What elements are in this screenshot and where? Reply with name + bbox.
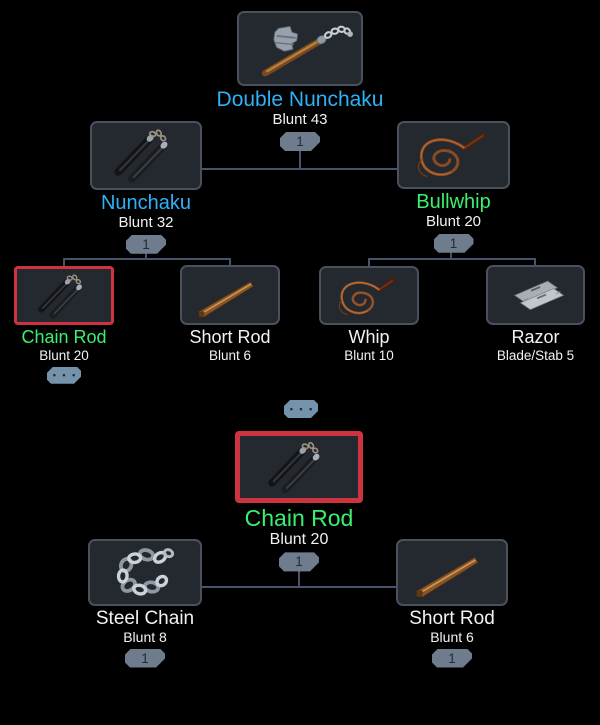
item-name: Short Rod [189,327,271,347]
item-tile-bullwhip[interactable] [397,121,510,189]
item-name: Bullwhip [416,191,491,213]
item-tile-short-rod[interactable] [180,265,280,325]
connector-line [298,562,300,588]
quantity-badge: 1 [125,649,165,668]
item-tile-chain-rod-detail[interactable] [235,431,363,503]
node-whip: Whip Blunt 10 [319,266,419,363]
item-tile-steel-chain[interactable] [88,539,202,606]
node-steel-chain: Steel Chain Blunt 8 1 [88,539,202,668]
chain-rod-icon [268,441,320,494]
razor-icon [513,280,565,310]
quantity-value: 1 [142,236,150,252]
node-double-nunchaku: Double Nunchaku Blunt 43 1 [217,11,383,151]
quantity-value: 1 [448,650,456,666]
quantity-value: 1 [295,554,303,570]
item-tile-short-rod-2[interactable] [396,539,508,606]
item-name: Double Nunchaku [216,88,384,111]
short-rod-icon [197,280,254,318]
connector-line [63,258,65,268]
connector-line [63,258,231,260]
connector-line [229,258,231,267]
item-name: Chain Rod [244,505,354,531]
node-short-rod-2: Short Rod Blunt 6 1 [396,539,508,668]
quantity-badge: 1 [280,132,320,151]
connector-line [534,258,536,267]
chain-rod-icon [38,273,82,318]
item-stat: Blunt 20 [425,213,482,230]
quantity-value: 1 [449,235,458,251]
node-nunchaku: Nunchaku Blunt 32 1 [90,121,202,254]
item-tile-double-nunchaku[interactable] [237,11,363,86]
ellipsis-label: • • • [289,404,315,414]
connector-line [202,168,398,170]
item-name: Short Rod [409,608,495,629]
bullwhip-icon [418,131,488,178]
connector-line [368,258,536,260]
ellipsis-label: • • • [52,370,78,381]
quantity-badge: 1 [434,234,474,253]
item-tile-razor[interactable] [486,265,585,325]
item-stat: Blunt 6 [208,347,252,363]
item-stat: Blunt 43 [272,111,328,129]
item-tile-nunchaku[interactable] [90,121,202,190]
item-name: Nunchaku [100,192,192,214]
item-tile-whip[interactable] [319,266,419,325]
item-stat: Blunt 32 [118,214,174,231]
item-stat: Blade/Stab 5 [496,347,575,363]
tree-separator-badge[interactable]: • • • [284,400,318,418]
flail-icon [262,25,354,77]
quantity-value: 1 [141,650,149,666]
item-name: Chain Rod [21,327,107,347]
item-stat: Blunt 8 [123,628,167,645]
whip-icon [338,277,396,315]
more-recipes-badge[interactable]: • • • [47,367,81,384]
item-name: Steel Chain [95,608,195,629]
item-name: Whip [348,327,390,347]
quantity-badge: 1 [126,235,166,254]
node-chain-rod-detail: Chain Rod Blunt 20 1 [235,431,363,571]
nunchaku-icon [114,129,168,183]
connector-line [299,145,301,170]
node-razor: Razor Blade/Stab 5 [486,265,585,363]
item-stat: Blunt 20 [39,347,89,363]
item-stat: Blunt 20 [269,531,329,549]
node-bullwhip: Bullwhip Blunt 20 1 [397,121,510,253]
connector-line [202,586,396,588]
steel-chain-icon [117,548,175,596]
item-tile-chain-rod[interactable] [14,266,114,325]
item-name: Razor [511,327,560,347]
item-stat: Blunt 10 [344,347,394,363]
connector-line [368,258,370,268]
short-rod-icon [415,556,479,598]
quantity-badge: 1 [432,649,472,668]
quantity-value: 1 [296,133,304,149]
node-chain-rod: Chain Rod Blunt 20 • • • [14,266,114,384]
item-stat: Blunt 6 [430,628,474,645]
node-short-rod: Short Rod Blunt 6 [180,265,280,363]
quantity-badge: 1 [279,552,319,571]
